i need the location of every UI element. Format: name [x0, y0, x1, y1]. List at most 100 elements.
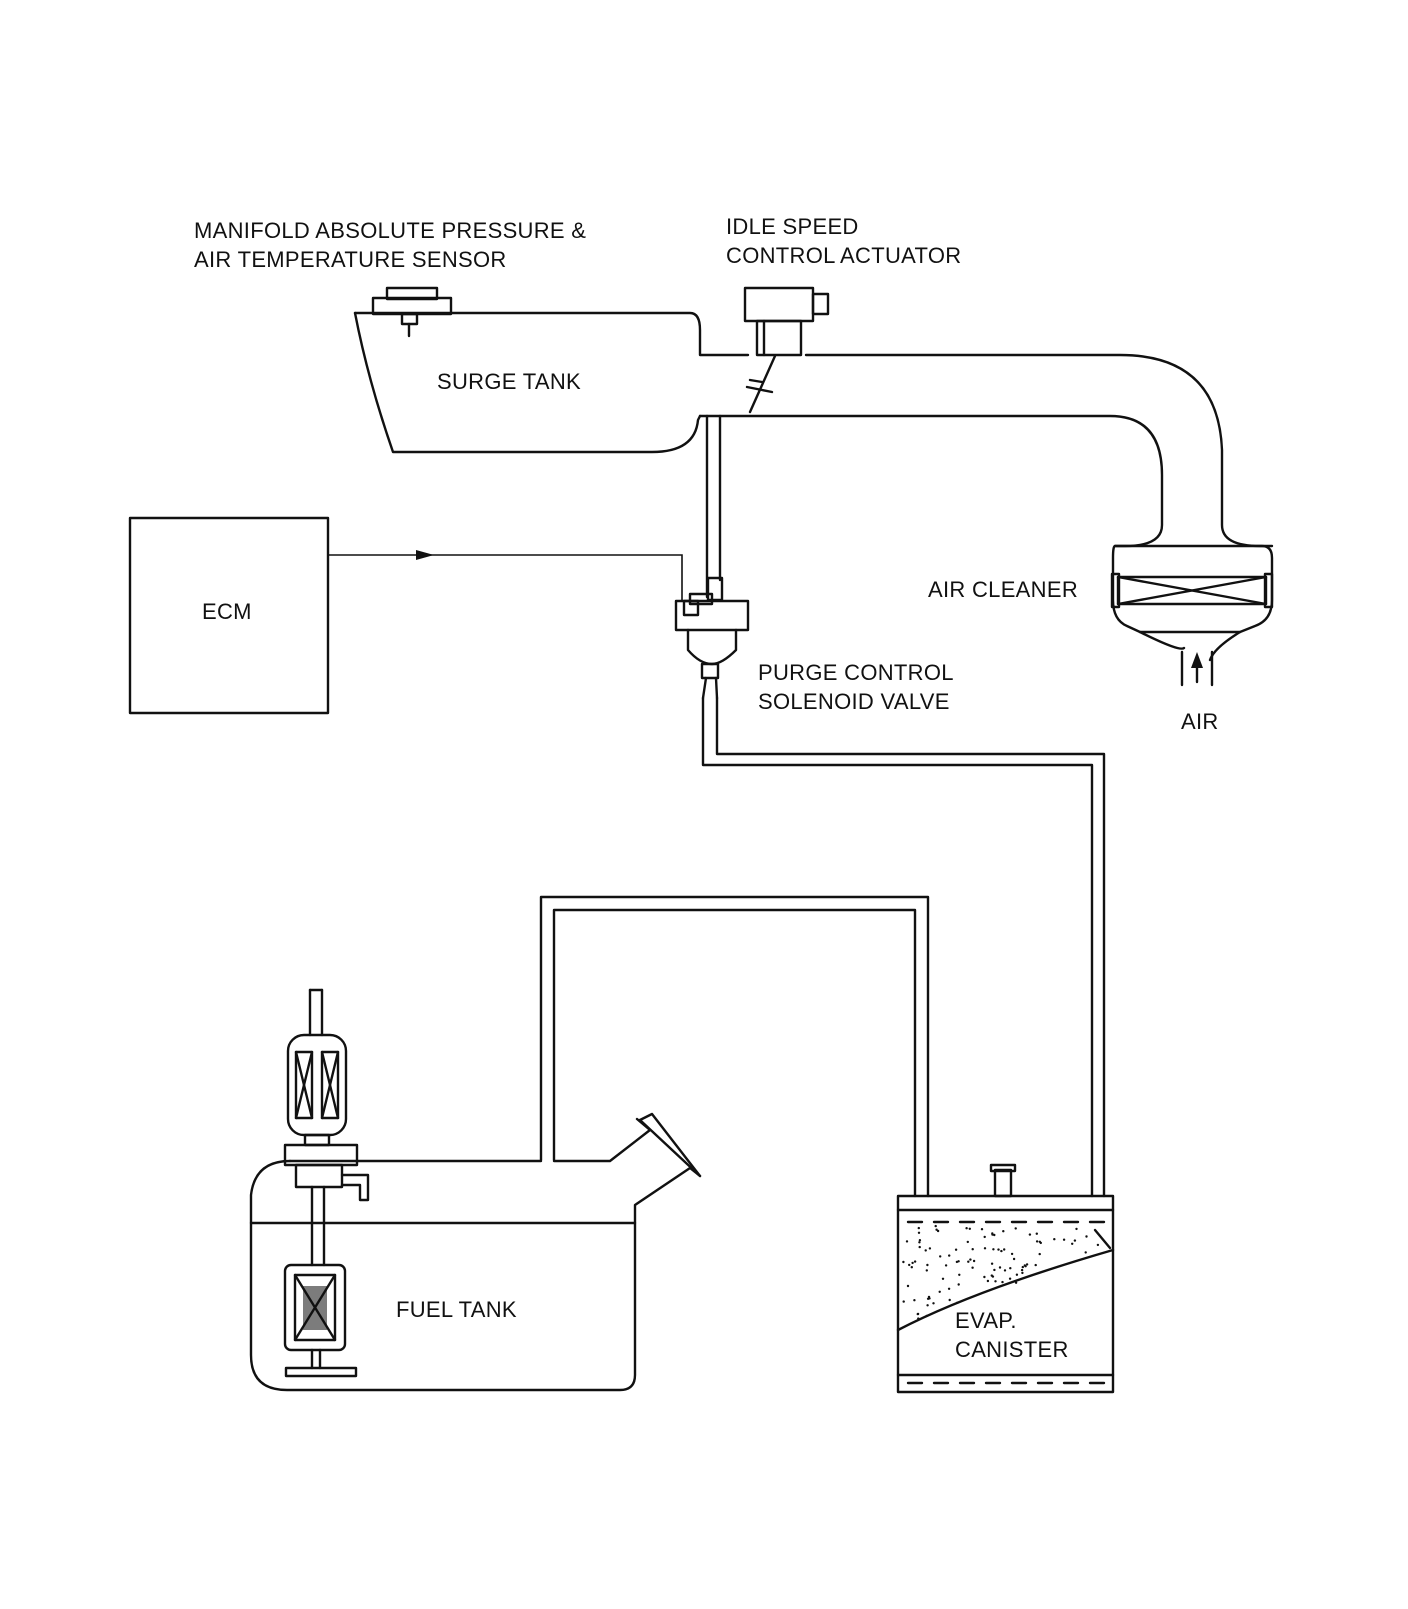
canister-label-line1: EVAP. — [955, 1308, 1017, 1333]
idle-speed-actuator-icon — [743, 286, 830, 357]
charcoal-dot — [917, 1231, 921, 1235]
air-cleaner — [1111, 544, 1274, 687]
isc-actuator-label: IDLE SPEED CONTROL ACTUATOR — [726, 212, 961, 270]
charcoal-dot — [958, 1273, 961, 1277]
charcoal-dot — [971, 1266, 974, 1269]
charcoal-dot — [1002, 1230, 1005, 1233]
charcoal-dot — [954, 1248, 958, 1251]
charcoal-dot — [905, 1240, 909, 1243]
charcoal-dot — [908, 1263, 911, 1267]
purge-valve-label: PURGE CONTROL SOLENOID VALVE — [758, 658, 954, 716]
fuel-pump-mount — [283, 1143, 370, 1267]
charcoal-dot — [1038, 1252, 1041, 1256]
air-filter-element-icon — [1110, 572, 1274, 609]
charcoal-dot — [967, 1260, 970, 1263]
charcoal-dot — [1025, 1263, 1029, 1266]
charcoal-dot — [991, 1233, 994, 1236]
charcoal-dot — [939, 1255, 942, 1258]
charcoal-dot — [944, 1264, 948, 1267]
fuel-tank-label: FUEL TANK — [396, 1297, 517, 1322]
evap-canister — [896, 1163, 1115, 1394]
charcoal-dot — [957, 1260, 960, 1263]
charcoal-dot — [1039, 1241, 1043, 1245]
vapor-hose — [539, 895, 930, 1198]
charcoal-dot — [1000, 1249, 1003, 1253]
ecm-label: ECM — [202, 599, 252, 624]
purge-hose-lower — [701, 696, 1106, 1198]
charcoal-dot — [902, 1260, 905, 1264]
map-sensor-icon — [371, 286, 453, 338]
charcoal-dot — [1014, 1281, 1018, 1284]
charcoal-dot — [1012, 1257, 1016, 1261]
map-sensor-label-line1: MANIFOLD ABSOLUTE PRESSURE & — [194, 218, 587, 243]
intake-duct — [698, 353, 1274, 548]
charcoal-dot — [925, 1269, 928, 1272]
charcoal-dot — [913, 1299, 916, 1302]
charcoal-dot — [968, 1227, 971, 1231]
charcoal-dot — [1028, 1233, 1032, 1236]
charcoal-dot — [965, 1227, 968, 1230]
charcoal-dot — [1014, 1227, 1017, 1230]
charcoal-dot — [1003, 1248, 1006, 1251]
canister-charcoal-icon — [902, 1224, 1100, 1320]
charcoal-dot — [1015, 1273, 1019, 1276]
charcoal-dot — [941, 1277, 945, 1281]
purge-valve-label-line2: SOLENOID VALVE — [758, 689, 950, 714]
charcoal-dot — [938, 1290, 941, 1294]
air-label: AIR — [1181, 709, 1219, 734]
charcoal-dot — [983, 1275, 986, 1279]
surge-tank-label: SURGE TANK — [437, 369, 581, 394]
charcoal-dot — [969, 1258, 972, 1261]
charcoal-dot — [956, 1301, 959, 1304]
charcoal-dot — [928, 1247, 932, 1250]
charcoal-dot — [993, 1233, 996, 1237]
charcoal-dot — [1009, 1267, 1012, 1270]
charcoal-dot — [910, 1266, 913, 1269]
charcoal-dot — [1085, 1235, 1088, 1238]
charcoal-dot — [1010, 1252, 1014, 1256]
air-cleaner-label: AIR CLEANER — [928, 577, 1079, 602]
charcoal-dot — [918, 1239, 922, 1242]
charcoal-dot — [932, 1302, 935, 1305]
charcoal-dot — [997, 1248, 1000, 1251]
charcoal-dot — [983, 1235, 986, 1239]
charcoal-dot — [1096, 1243, 1100, 1247]
fuel-pump-icon — [283, 1263, 358, 1378]
charcoal-dot — [998, 1266, 1002, 1269]
air-inlet-arrow-icon — [1191, 652, 1203, 684]
charcoal-dot — [990, 1274, 993, 1277]
charcoal-dot — [972, 1259, 976, 1263]
fuel-filter-icon — [286, 988, 348, 1147]
charcoal-dot — [1001, 1280, 1004, 1284]
charcoal-dot — [986, 1279, 990, 1283]
isc-actuator-label-line2: CONTROL ACTUATOR — [726, 243, 962, 268]
ecm-signal-wire — [328, 550, 683, 600]
fuel-tank — [249, 1112, 702, 1392]
charcoal-dot — [917, 1226, 920, 1230]
charcoal-dot — [1084, 1251, 1087, 1254]
canister-label-line2: CANISTER — [955, 1337, 1069, 1362]
charcoal-dot — [918, 1245, 921, 1249]
charcoal-dot — [926, 1304, 929, 1307]
charcoal-dot — [993, 1268, 996, 1272]
charcoal-dot — [902, 1300, 905, 1303]
purge-hose-upper — [705, 414, 722, 599]
charcoal-dot — [1075, 1227, 1078, 1231]
map-sensor-label: MANIFOLD ABSOLUTE PRESSURE & AIR TEMPERA… — [194, 216, 586, 274]
charcoal-dot — [1062, 1238, 1066, 1241]
charcoal-dot — [957, 1283, 960, 1286]
charcoal-dot — [1035, 1240, 1039, 1243]
charcoal-dot — [934, 1224, 937, 1228]
charcoal-dot — [990, 1262, 994, 1265]
charcoal-dot — [1003, 1269, 1007, 1272]
charcoal-dot — [966, 1240, 969, 1244]
charcoal-dot — [1053, 1238, 1056, 1241]
charcoal-dot — [1071, 1242, 1074, 1246]
surge-tank — [353, 311, 750, 454]
charcoal-dot — [917, 1317, 920, 1320]
charcoal-dot — [926, 1263, 929, 1267]
charcoal-dot — [925, 1314, 928, 1318]
charcoal-dot — [992, 1248, 995, 1251]
